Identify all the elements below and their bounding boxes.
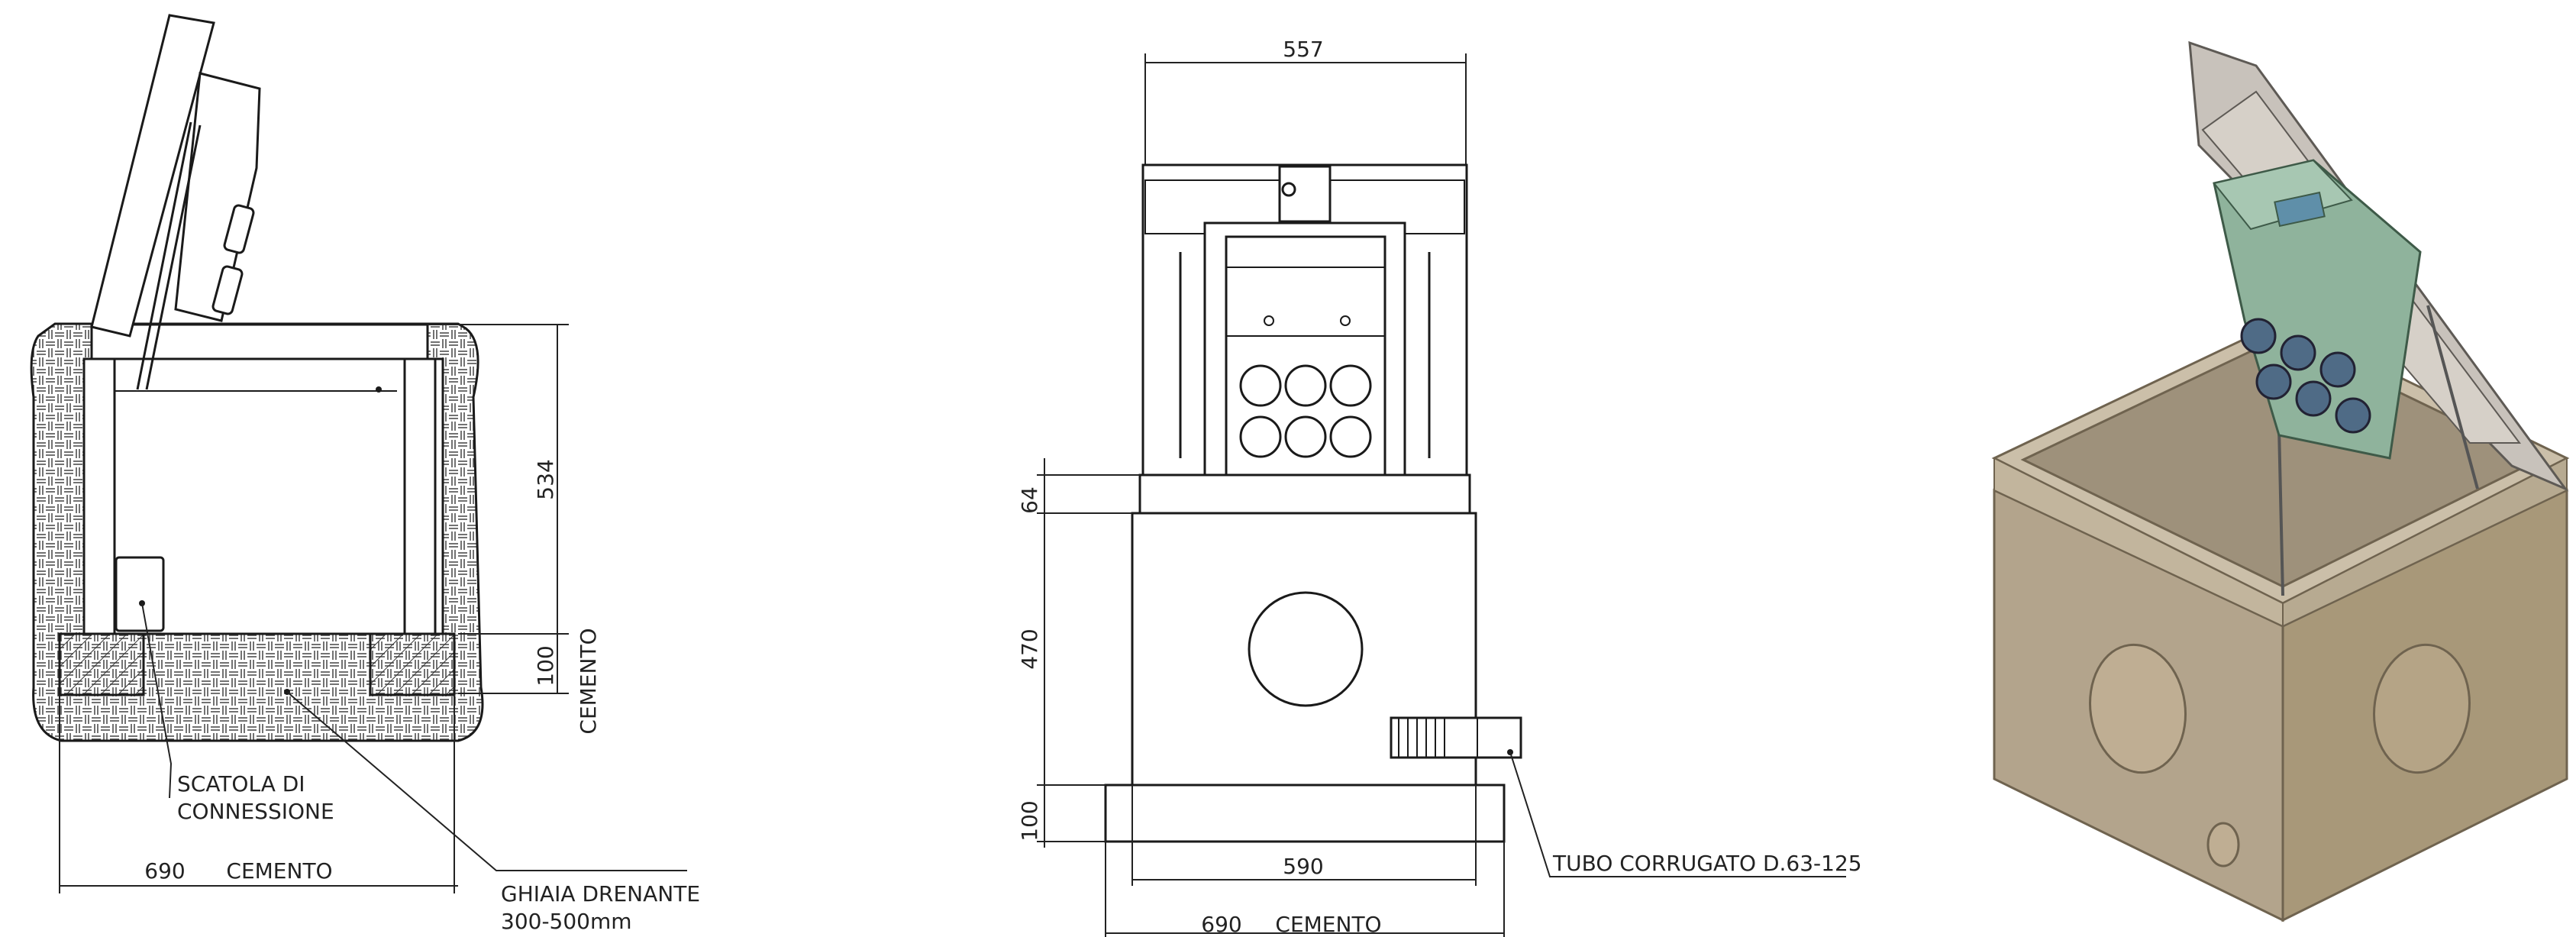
open-lid	[90, 14, 261, 390]
callout-gravel-line1: GHIAIA DRENANTE	[501, 881, 700, 906]
dim-total-width: 690	[1201, 912, 1241, 937]
front-view: 557	[1017, 37, 1862, 937]
dim-top-width: 557	[1283, 37, 1323, 62]
dim-width: 690	[144, 858, 185, 884]
dim-height-box: 534	[533, 459, 558, 499]
dim-body: 470	[1017, 628, 1042, 669]
sockets	[1239, 364, 1372, 458]
callout-box-line1: SCATOLA DI	[177, 771, 305, 796]
base-right	[369, 632, 456, 696]
corrugated-pipe	[1390, 716, 1522, 759]
callout-box-line2: CONNESSIONE	[177, 799, 334, 824]
dim-height-base: 100	[533, 645, 558, 686]
label-width: CEMENTO	[226, 858, 332, 884]
connection-box	[115, 556, 165, 632]
wall-right	[403, 357, 437, 635]
base-slab	[1104, 784, 1506, 843]
label-base-right: CEMENTO	[576, 628, 601, 734]
iso-sockets	[2240, 318, 2371, 434]
pipe-hole	[1248, 591, 1364, 707]
lid-band	[1138, 473, 1471, 515]
dim-base: 100	[1017, 800, 1042, 841]
hole-left	[2089, 643, 2187, 774]
isometric-view	[1991, 40, 2570, 922]
dim-lid: 64	[1017, 486, 1042, 514]
top-rim	[90, 323, 429, 360]
side-view: 534 100 CEMENTO 690 CEMENTO SCATOLA DI C…	[30, 14, 700, 934]
hole-right	[2373, 643, 2471, 774]
dim-base-width: 590	[1283, 854, 1323, 879]
label-total-width: CEMENTO	[1275, 912, 1381, 937]
callout-pipe: TUBO CORRUGATO D.63-125	[1552, 851, 1862, 876]
base-left	[58, 632, 145, 696]
callout-gravel-line2: 300-500mm	[501, 909, 632, 934]
wall-left	[82, 357, 116, 635]
